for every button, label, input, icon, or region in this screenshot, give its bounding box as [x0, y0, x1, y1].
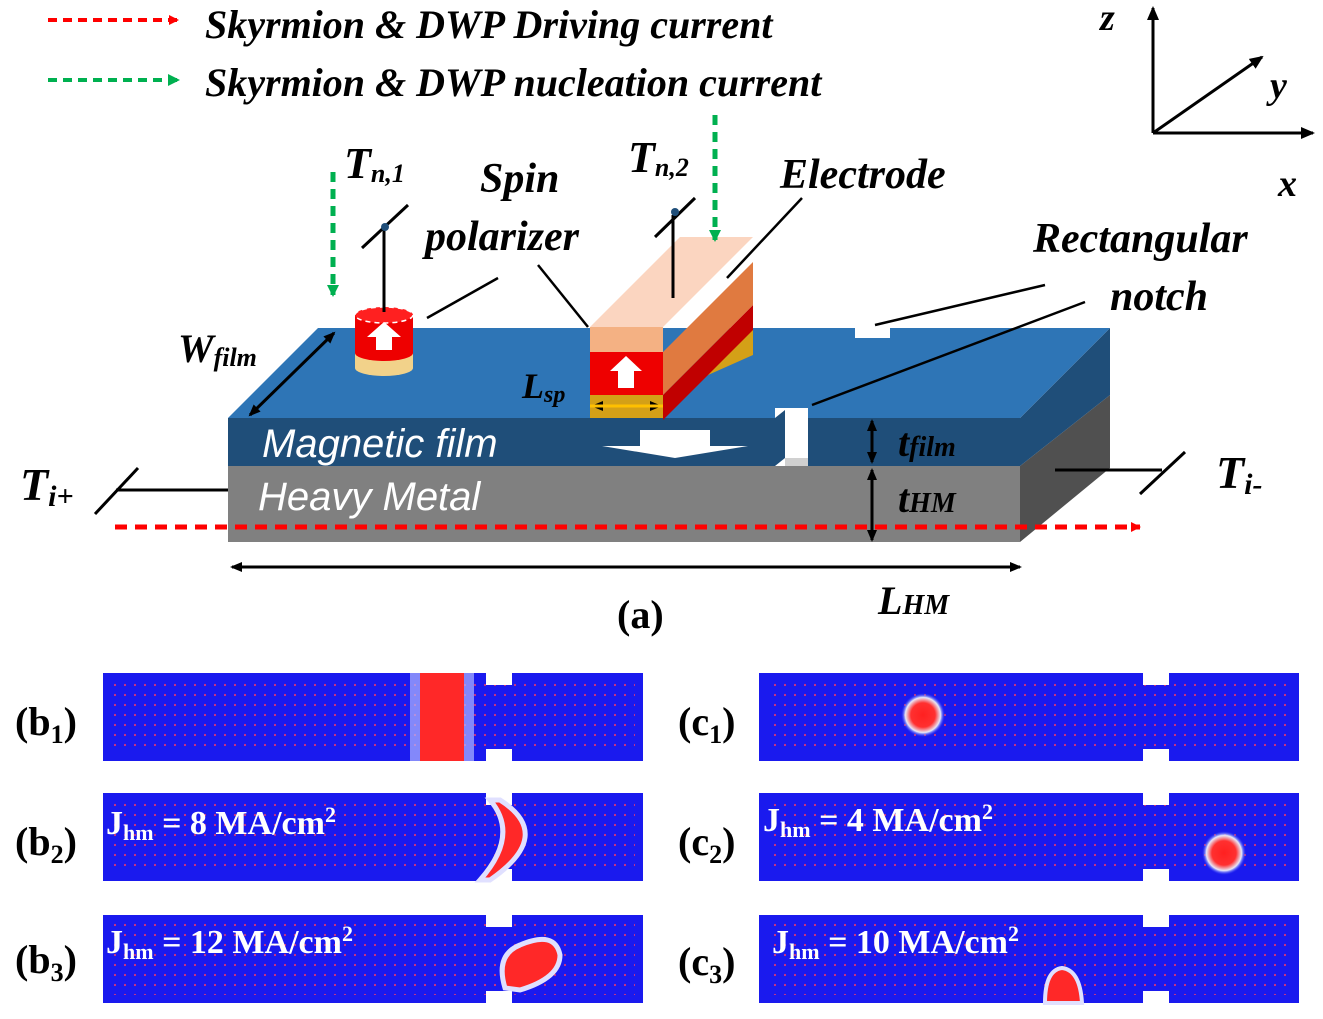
ti-plus-label: Ti+ — [20, 459, 74, 513]
panel-b3-current-density: Jhm = 12 MA/cm2 — [106, 921, 353, 964]
panel-c3-label: (c3) — [678, 939, 735, 989]
x-axis-label: x — [1277, 163, 1297, 205]
spin-polarizer-label-line1: Spin — [480, 156, 559, 202]
nucleation-current-legend-label: Skyrmion & DWP nucleation current — [205, 60, 823, 105]
panel-b2 — [103, 793, 643, 883]
tn1-label: Tn,1 — [344, 139, 405, 188]
lhm-label: LHM — [877, 578, 950, 623]
skyrmion-at-edge — [1042, 965, 1085, 1005]
panel-b1-label: (b1) — [15, 699, 77, 749]
domain-wall-pair — [420, 673, 464, 761]
panel-c2-current-density: Jhm = 4 MA/cm2 — [763, 799, 993, 842]
polarizer-2-arrow-icon — [610, 356, 642, 388]
tn2-label: Tn,2 — [628, 133, 689, 182]
panel-b3-label: (b3) — [15, 937, 77, 987]
film-magnetization-arrow — [602, 430, 748, 458]
domain-wall-pair-deformed — [474, 797, 528, 883]
panel-c1 — [759, 673, 1299, 761]
panel-b2-label: (b2) — [15, 819, 77, 869]
spin-polarizer-label-line2: polarizer — [422, 214, 580, 260]
magnetic-film-side — [1020, 328, 1110, 466]
magnetic-film-front — [228, 418, 1020, 466]
panel-b3 — [103, 915, 643, 1003]
panel-c1-label: (c1) — [678, 699, 735, 749]
lsp-label: Lsp — [521, 366, 565, 408]
thm-label: tHM — [898, 476, 957, 521]
electrode-label: Electrode — [779, 152, 946, 198]
polarizer-1-arrow-icon — [367, 322, 401, 350]
wfilm-label: Wfilm — [178, 326, 257, 372]
panel-c2-label: (c2) — [678, 819, 735, 869]
skyrmion — [1202, 831, 1246, 875]
figure-caption-a: (a) — [617, 592, 664, 637]
panel-c3-current-density: Jhm = 10 MA/cm2 — [772, 921, 1019, 964]
heavy-metal-label: Heavy Metal — [258, 475, 481, 519]
rectangular-notch-label-line2: notch — [1110, 274, 1208, 320]
skyrmion — [901, 693, 945, 737]
z-axis-label: z — [1098, 0, 1115, 39]
tfilm-label: tfilm — [898, 420, 956, 465]
ti-minus-label: Ti- — [1216, 447, 1262, 501]
panel-c2 — [759, 793, 1299, 881]
panel-b1 — [103, 673, 643, 761]
rectangular-notch-label-line1: Rectangular — [1032, 216, 1248, 262]
driving-current-legend-label: Skyrmion & DWP Driving current — [205, 2, 774, 47]
panel-b2-current-density: Jhm = 8 MA/cm2 — [106, 802, 336, 845]
panel-c3 — [759, 915, 1299, 1005]
magnetic-film-label: Magnetic film — [262, 422, 498, 466]
device-schematic: Magnetic film Heavy Metal — [20, 115, 1262, 637]
coordinate-axes: z y x — [1098, 0, 1315, 205]
skyrmion-elongated — [499, 936, 563, 993]
y-axis-label: y — [1266, 65, 1287, 107]
spin-polarizer-1 — [354, 306, 414, 376]
legend: Skyrmion & DWP Driving current Skyrmion … — [48, 2, 823, 105]
wfilm-dimension-arrow — [248, 331, 336, 417]
